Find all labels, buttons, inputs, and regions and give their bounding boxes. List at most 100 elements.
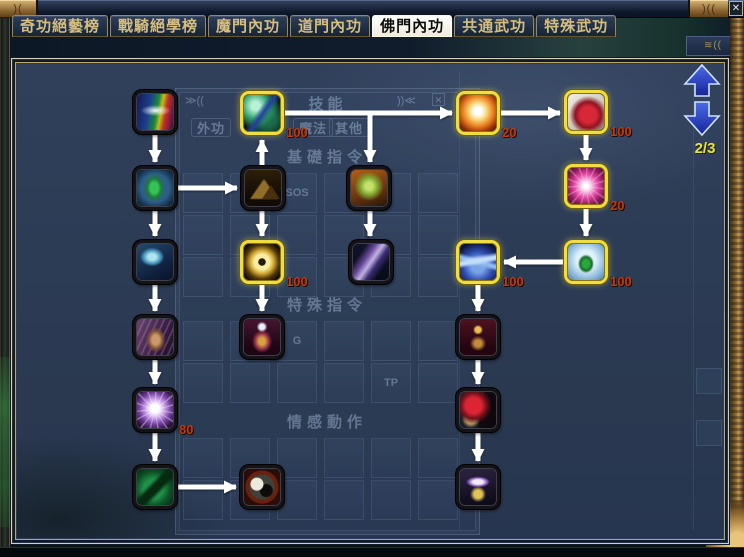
titlebar-right-ornament-icon: )((: [688, 0, 728, 18]
page-indicator: 2/3: [694, 140, 716, 157]
green-leaf-skill-icon[interactable]: [133, 166, 177, 210]
ghost-slot: [230, 363, 270, 403]
ghost-slot: [696, 420, 722, 446]
ghost-right-ornament-icon: ))≪: [397, 95, 416, 107]
pointing-hand-skill-art: [137, 319, 173, 355]
tab-奇功絕藝榜[interactable]: 奇功絕藝榜: [12, 15, 109, 37]
ghost-divider-line: [459, 72, 460, 530]
taiji-yinyang-skill-art: [244, 469, 280, 505]
thunder-insect-skill-icon[interactable]: [347, 166, 391, 210]
meditating-monk-skill-icon[interactable]: [240, 315, 284, 359]
ghost-slot: [183, 438, 223, 478]
ghost-section-title: 情感動作: [286, 414, 367, 431]
dark-feather-skill-icon[interactable]: [349, 240, 393, 284]
ghost-slot: [183, 480, 223, 520]
ghost-section-2: 情感動作: [181, 411, 473, 520]
tab-bar: 奇功絕藝榜戰騎絕學榜魔門內功道門內功佛門內功共通武功特殊武功: [12, 15, 617, 39]
red-crane-skill-icon[interactable]: [564, 90, 608, 134]
tab-魔門內功[interactable]: 魔門內功: [208, 15, 289, 37]
pointing-hand-skill-icon[interactable]: [133, 315, 177, 359]
ghost-section-title: 特殊指令: [286, 297, 367, 314]
red-rose-skill-icon[interactable]: [456, 388, 500, 432]
emerald-burst-skill-icon[interactable]: [240, 91, 284, 135]
frost-bloom-skill-art: [137, 244, 173, 280]
glowing-palm-skill-icon[interactable]: [456, 91, 500, 135]
frost-bloom-skill-icon[interactable]: [133, 240, 177, 284]
tab-戰騎絕學榜[interactable]: 戰騎絕學榜: [110, 15, 207, 37]
leaf-sprite-skill-icon[interactable]: [564, 240, 608, 284]
golden-aura-ring-skill-art: [244, 244, 280, 280]
ghost-slot: [371, 321, 411, 361]
tab-佛門內功[interactable]: 佛門內功: [372, 15, 453, 37]
ghost-slot: [371, 438, 411, 478]
ghost-left-ornament-icon: ≫((: [185, 95, 204, 107]
skill-points-label: 80: [179, 422, 194, 437]
taiji-yinyang-skill-icon[interactable]: [240, 465, 284, 509]
radiant-burst-skill-icon[interactable]: [133, 388, 177, 432]
thunder-insect-skill-art: [351, 170, 387, 206]
tab-共通武功[interactable]: 共通武功: [454, 15, 535, 37]
rainbow-phoenix-skill-icon[interactable]: [133, 90, 177, 134]
ghost-slot: [277, 363, 317, 403]
ghost-divider-line: [693, 72, 694, 530]
pink-bloom-skill-icon[interactable]: [564, 164, 608, 208]
ghost-window-title: 技能: [308, 96, 347, 113]
page-down-button[interactable]: [683, 101, 721, 137]
seaweed-decoration: [0, 357, 10, 527]
green-leaf-skill-art: [137, 170, 173, 206]
window-left-frame: [0, 18, 10, 557]
emerald-burst-skill-art: [244, 95, 280, 131]
ghost-slot: [183, 257, 223, 297]
skill-points-label: 20: [610, 198, 625, 213]
glowing-palm-skill-art: [460, 95, 496, 131]
ghost-slot: [418, 438, 458, 478]
diving-swallow-skill-icon[interactable]: [133, 465, 177, 509]
ghost-frame: [175, 88, 480, 535]
ghost-slot: [418, 363, 458, 403]
golden-mountain-skill-icon[interactable]: [241, 166, 285, 210]
ghost-slot: [324, 363, 364, 403]
diving-swallow-skill-art: [137, 469, 173, 505]
mystic-eye-skill-icon[interactable]: [456, 465, 500, 509]
ghost-slot: [183, 173, 223, 213]
ice-shards-skill-art: [460, 244, 496, 280]
tab-道門內功[interactable]: 道門內功: [290, 15, 371, 37]
meditating-monk-skill-art: [244, 319, 280, 355]
ghost-slot: [277, 215, 317, 255]
ghost-tab-外功: 外功: [191, 118, 232, 137]
page-up-button[interactable]: [683, 63, 721, 97]
ghost-slot: [183, 363, 223, 403]
rainbow-phoenix-skill-art: [137, 94, 173, 130]
pink-bloom-skill-art: [568, 168, 604, 204]
ornament-glyph: )(: [13, 3, 23, 15]
dark-feather-skill-art: [353, 244, 389, 280]
ghost-slot: [183, 321, 223, 361]
swastika-meditation-skill-art: [460, 319, 496, 355]
golden-aura-ring-skill-icon[interactable]: [240, 240, 284, 284]
ghost-slot: [324, 438, 364, 478]
window-right-frame: [730, 18, 744, 557]
skill-points-label: 20: [502, 125, 517, 140]
ghost-section-title: 基礎指令: [286, 149, 367, 166]
ghost-slot: [696, 368, 722, 394]
close-button[interactable]: ✕: [729, 1, 743, 16]
ice-shards-skill-icon[interactable]: [456, 240, 500, 284]
ghost-slot: [418, 480, 458, 520]
tab-row-emblem-icon: ≋((: [686, 36, 740, 56]
page-nav-arrows: [683, 63, 721, 137]
skill-points-label: 100: [610, 124, 632, 139]
ghost-divider-line: [730, 72, 731, 530]
radiant-burst-skill-art: [137, 392, 173, 428]
ghost-slot: [418, 321, 458, 361]
ghost-slot: [324, 321, 364, 361]
skill-points-label: 100: [286, 125, 308, 140]
swastika-meditation-skill-icon[interactable]: [456, 315, 500, 359]
red-rose-skill-art: [460, 392, 496, 428]
ghost-slot: [418, 173, 458, 213]
ghost-slot: [418, 257, 458, 297]
ghost-section-0: 基礎指令 SOS: [181, 146, 473, 297]
tab-特殊武功[interactable]: 特殊武功: [536, 15, 617, 37]
